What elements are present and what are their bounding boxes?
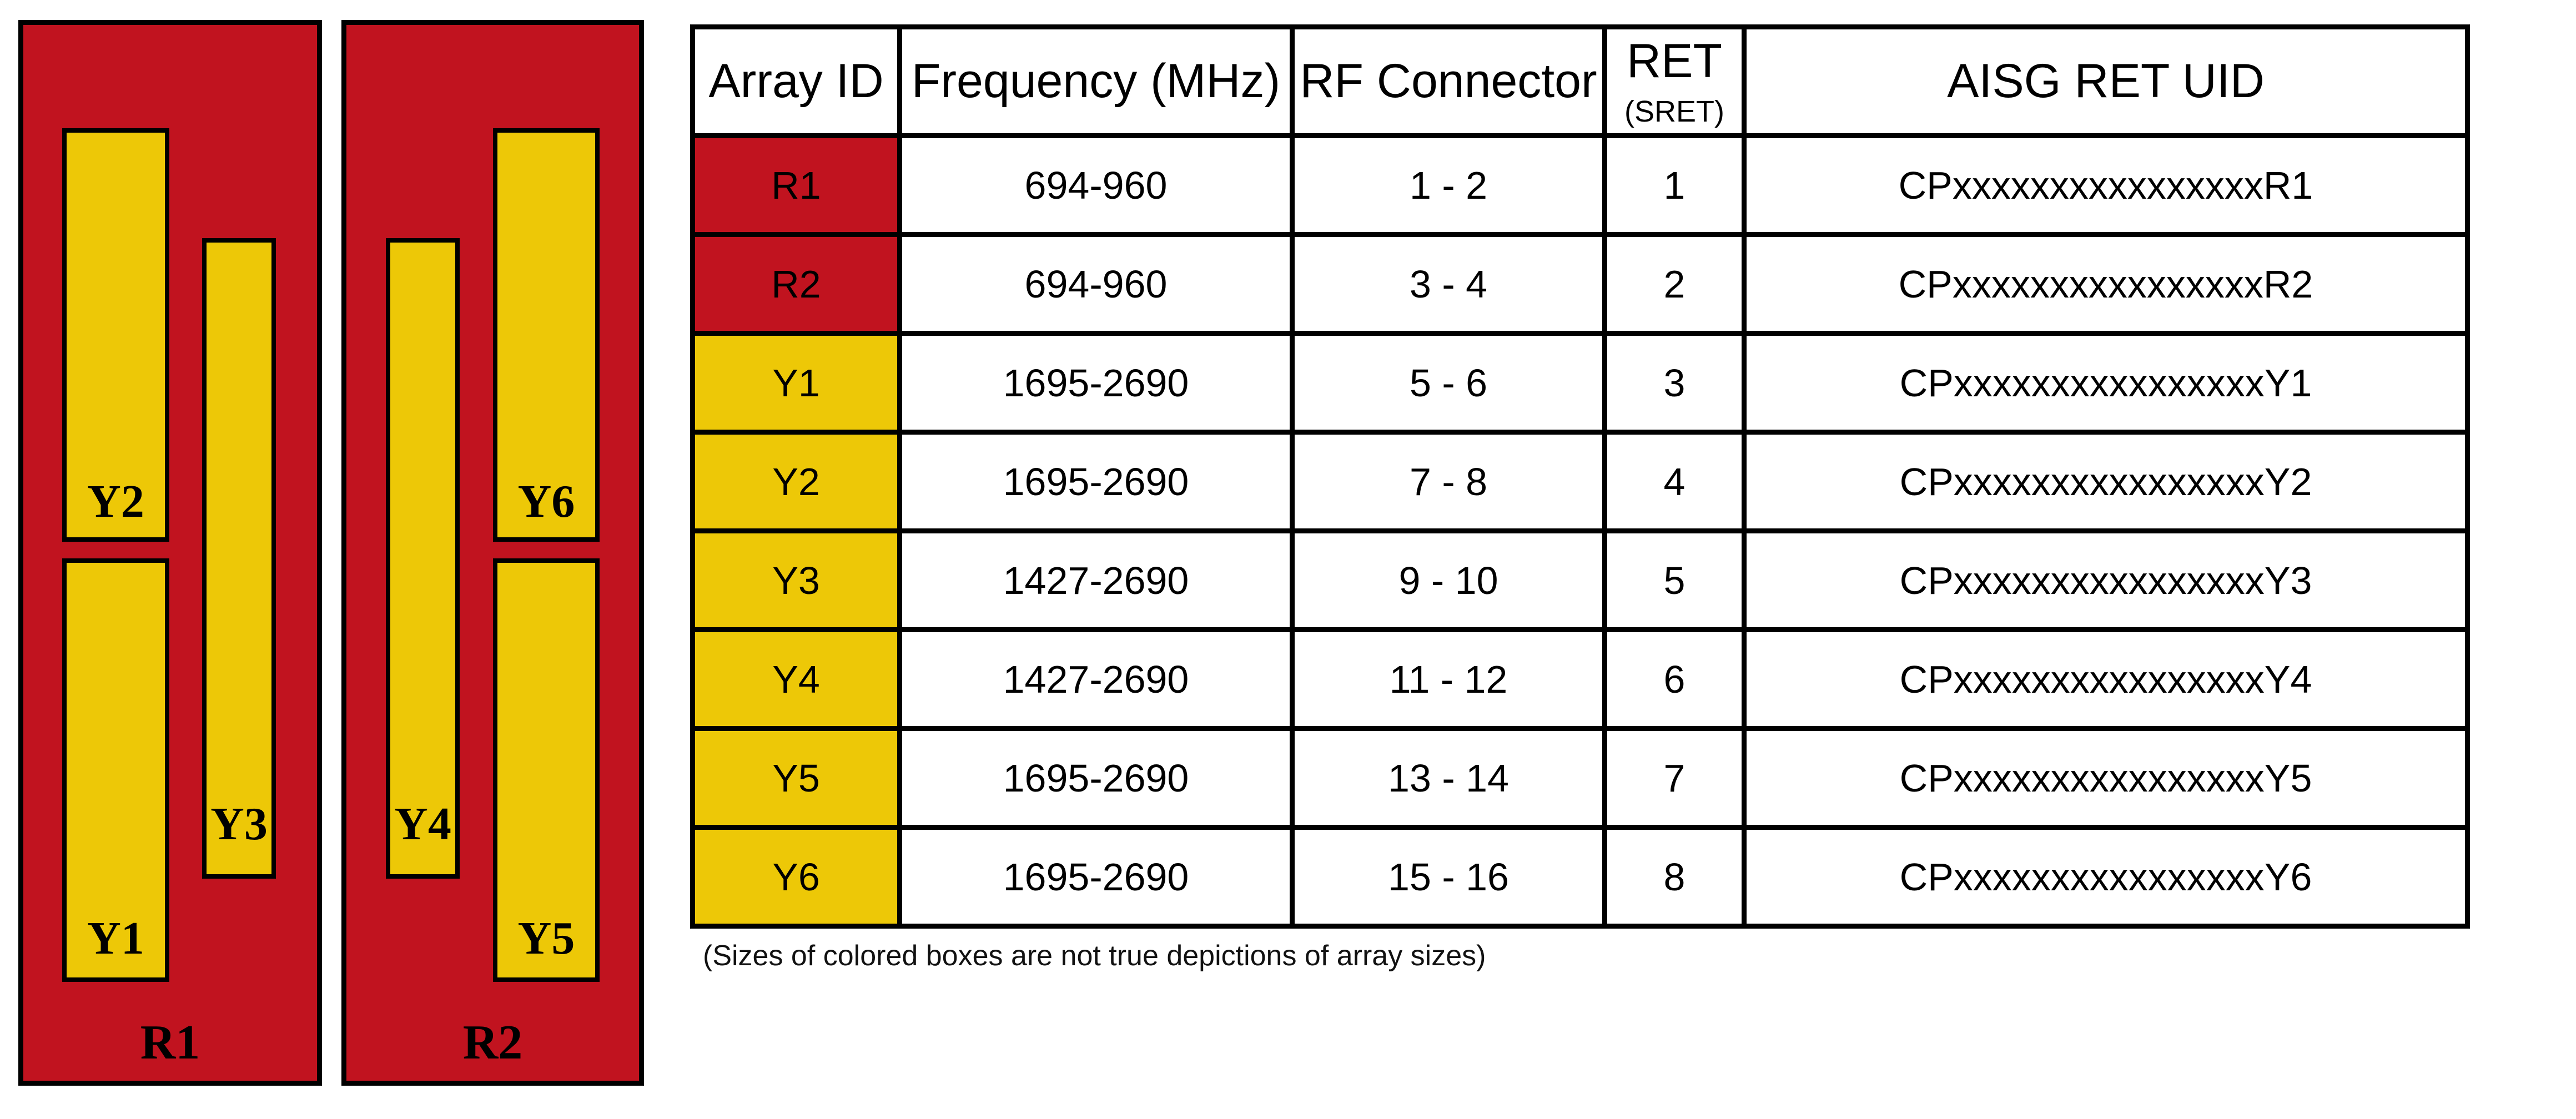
rf-connector-cell: 15 - 16 xyxy=(1290,825,1607,929)
rf-connector-cell: 1 - 2 xyxy=(1290,133,1607,237)
aisg-uid-cell: CPxxxxxxxxxxxxxxxxY6 xyxy=(1742,825,2470,929)
array-id-cell: R1 xyxy=(690,133,902,237)
header-ret-sub: (SRET) xyxy=(1624,95,1724,128)
aisg-uid-cell: CPxxxxxxxxxxxxxxxxR1 xyxy=(1742,133,2470,237)
frequency-cell: 1427-2690 xyxy=(897,627,1295,731)
array-box-label: Y6 xyxy=(517,476,575,527)
ret-cell: 5 xyxy=(1602,528,1747,632)
rf-connector-cell: 13 - 14 xyxy=(1290,726,1607,830)
panel-label-r1: R1 xyxy=(140,1016,200,1070)
array-id-cell: Y2 xyxy=(690,430,902,533)
array-id-cell: Y4 xyxy=(690,627,902,731)
header-ret: RET (SRET) xyxy=(1602,24,1747,138)
header-rf-connector: RF Connector xyxy=(1290,24,1607,138)
aisg-uid-cell: CPxxxxxxxxxxxxxxxxY4 xyxy=(1742,627,2470,731)
aisg-uid-cell: CPxxxxxxxxxxxxxxxxY5 xyxy=(1742,726,2470,830)
array-id-cell: Y1 xyxy=(690,331,902,435)
rf-connector-cell: 7 - 8 xyxy=(1290,430,1607,533)
aisg-uid-cell: CPxxxxxxxxxxxxxxxxY3 xyxy=(1742,528,2470,632)
frequency-cell: 1427-2690 xyxy=(897,528,1295,632)
header-array-id: Array ID xyxy=(690,24,902,138)
frequency-cell: 1695-2690 xyxy=(897,825,1295,929)
array-box-y3: Y3 xyxy=(202,238,276,879)
array-id-cell: R2 xyxy=(690,232,902,336)
array-spec-table: Array ID Frequency (MHz) RF Connector RE… xyxy=(690,24,2470,929)
antenna-panel-r1: Y2 Y3 Y1 R1 xyxy=(18,20,322,1086)
aisg-uid-cell: CPxxxxxxxxxxxxxxxxY1 xyxy=(1742,331,2470,435)
array-id-cell: Y6 xyxy=(690,825,902,929)
array-box-y1: Y1 xyxy=(62,558,169,982)
ret-cell: 6 xyxy=(1602,627,1747,731)
size-disclaimer-note: (Sizes of colored boxes are not true dep… xyxy=(703,940,1486,972)
antenna-panel-r2: Y4 Y6 Y5 R2 xyxy=(341,20,644,1086)
rf-connector-cell: 9 - 10 xyxy=(1290,528,1607,632)
frequency-cell: 694-960 xyxy=(897,133,1295,237)
rf-connector-cell: 11 - 12 xyxy=(1290,627,1607,731)
table-header-row: Array ID Frequency (MHz) RF Connector RE… xyxy=(690,24,2470,138)
frequency-cell: 694-960 xyxy=(897,232,1295,336)
ret-cell: 2 xyxy=(1602,232,1747,336)
array-box-label: Y3 xyxy=(210,798,268,850)
array-id-cell: Y5 xyxy=(690,726,902,830)
ret-cell: 7 xyxy=(1602,726,1747,830)
array-box-y5: Y5 xyxy=(493,558,600,982)
frequency-cell: 1695-2690 xyxy=(897,726,1295,830)
header-ret-main: RET xyxy=(1627,34,1722,88)
ret-cell: 3 xyxy=(1602,331,1747,435)
array-box-label: Y2 xyxy=(87,476,144,527)
aisg-uid-cell: CPxxxxxxxxxxxxxxxxR2 xyxy=(1742,232,2470,336)
array-id-cell: Y3 xyxy=(690,528,902,632)
frequency-cell: 1695-2690 xyxy=(897,331,1295,435)
array-box-y4: Y4 xyxy=(386,238,460,879)
ret-cell: 4 xyxy=(1602,430,1747,533)
array-box-y2: Y2 xyxy=(62,128,169,542)
array-box-label: Y1 xyxy=(87,913,144,964)
header-aisg-uid: AISG RET UID xyxy=(1742,24,2470,138)
frequency-cell: 1695-2690 xyxy=(897,430,1295,533)
panel-label-r2: R2 xyxy=(462,1016,523,1070)
array-box-label: Y4 xyxy=(394,798,451,850)
aisg-uid-cell: CPxxxxxxxxxxxxxxxxY2 xyxy=(1742,430,2470,533)
ret-cell: 8 xyxy=(1602,825,1747,929)
array-box-label: Y5 xyxy=(517,913,575,964)
rf-connector-cell: 3 - 4 xyxy=(1290,232,1607,336)
header-frequency: Frequency (MHz) xyxy=(897,24,1295,138)
ret-cell: 1 xyxy=(1602,133,1747,237)
array-box-y6: Y6 xyxy=(493,128,600,542)
rf-connector-cell: 5 - 6 xyxy=(1290,331,1607,435)
